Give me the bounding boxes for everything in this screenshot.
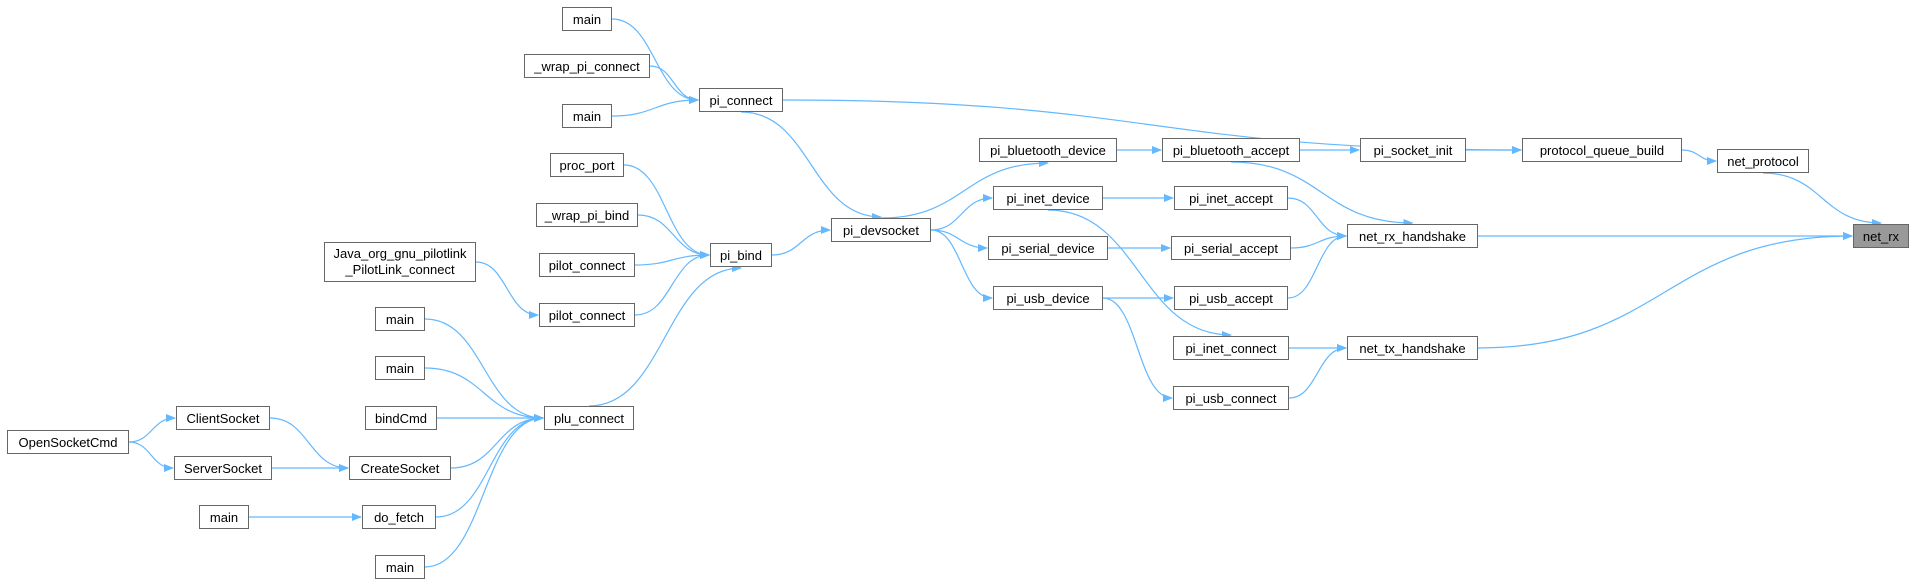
node-java-pilotlink-connect[interactable]: Java_org_gnu_pilotlink _PilotLink_connec… bbox=[324, 242, 476, 282]
node-wrap-pi-connect[interactable]: _wrap_pi_connect bbox=[524, 54, 650, 78]
edge-pi-bluetooth-accept-to-net-rx-handshake bbox=[1230, 161, 1414, 227]
edge-do-fetch-to-plu-connect bbox=[435, 414, 544, 518]
node-pi-usb-connect[interactable]: pi_usb_connect bbox=[1173, 386, 1289, 410]
node-pi-serial-accept[interactable]: pi_serial_accept bbox=[1171, 236, 1291, 260]
edge-pilot-connect-b-to-pi-bind bbox=[634, 251, 710, 316]
node-net-tx-handshake[interactable]: net_tx_handshake bbox=[1347, 336, 1478, 360]
node-pi-connect[interactable]: pi_connect bbox=[699, 88, 783, 112]
node-proc-port[interactable]: proc_port bbox=[550, 153, 624, 177]
node-main[interactable]: main bbox=[562, 7, 612, 31]
node-pilot-connect[interactable]: pilot_connect bbox=[539, 253, 635, 277]
edge-pi-usb-connect-to-net-tx-handshake bbox=[1288, 344, 1347, 399]
edge-pi-devsocket-to-pi-bluetooth-device bbox=[880, 159, 1049, 219]
node-pi-bind[interactable]: pi_bind bbox=[710, 243, 772, 267]
node-create-socket[interactable]: CreateSocket bbox=[349, 456, 451, 480]
edge-plu-connect-to-pi-bind bbox=[588, 264, 742, 407]
edge-main-a-to-pi-connect bbox=[611, 18, 699, 104]
edge-net-tx-handshake-to-net-rx bbox=[1477, 232, 1853, 349]
edge-protocol-queue-build-to-net-protocol bbox=[1681, 149, 1717, 165]
node-wrap-pi-bind[interactable]: _wrap_pi_bind bbox=[536, 203, 638, 227]
edge-pi-bind-to-pi-devsocket bbox=[771, 226, 831, 256]
node-pi-bluetooth-accept[interactable]: pi_bluetooth_accept bbox=[1162, 138, 1300, 162]
node-open-socket-cmd[interactable]: OpenSocketCmd bbox=[7, 430, 129, 454]
edge-main-d-to-plu-connect bbox=[424, 367, 544, 422]
node-net-rx-handshake[interactable]: net_rx_handshake bbox=[1347, 224, 1478, 248]
node-main[interactable]: main bbox=[375, 555, 425, 579]
edge-pi-inet-accept-to-net-rx-handshake bbox=[1287, 197, 1347, 240]
node-main[interactable]: main bbox=[562, 104, 612, 128]
node-pi-devsocket[interactable]: pi_devsocket bbox=[831, 218, 931, 242]
node-main[interactable]: main bbox=[199, 505, 249, 529]
edge-wrap-pi-bind-to-pi-bind bbox=[637, 214, 710, 259]
edge-pi-connect-to-pi-devsocket bbox=[740, 111, 882, 221]
edge-main-b-to-pi-connect bbox=[611, 96, 699, 117]
edge-net-protocol-to-net-rx bbox=[1762, 172, 1882, 227]
node-pi-bluetooth-device[interactable]: pi_bluetooth_device bbox=[979, 138, 1117, 162]
edge-ClientSocket-to-CreateSocket bbox=[269, 417, 349, 472]
node-client-socket[interactable]: ClientSocket bbox=[176, 406, 270, 430]
edge-OpenSocketCmd-to-ServerSocket bbox=[128, 441, 174, 472]
node-pi-serial-device[interactable]: pi_serial_device bbox=[988, 236, 1108, 260]
edge-pi-devsocket-to-pi-inet-device bbox=[930, 194, 993, 231]
edge-OpenSocketCmd-to-ClientSocket bbox=[128, 414, 176, 443]
edge-pi-devsocket-to-pi-usb-device bbox=[930, 229, 993, 302]
node-pi-inet-device[interactable]: pi_inet_device bbox=[993, 186, 1103, 210]
node-protocol-queue-build[interactable]: protocol_queue_build bbox=[1522, 138, 1682, 162]
node-pi-inet-connect[interactable]: pi_inet_connect bbox=[1173, 336, 1289, 360]
edge-proc-port-to-pi-bind bbox=[623, 164, 710, 259]
edge-pi-usb-accept-to-net-rx-handshake bbox=[1287, 232, 1347, 299]
edge-pi-inet-device-to-pi-inet-connect bbox=[1047, 209, 1232, 339]
edge-main-c-to-plu-connect bbox=[424, 318, 544, 422]
node-pi-socket-init[interactable]: pi_socket_init bbox=[1360, 138, 1466, 162]
node-net-rx: net_rx bbox=[1853, 224, 1909, 248]
node-pi-usb-device[interactable]: pi_usb_device bbox=[993, 286, 1103, 310]
node-bindcmd[interactable]: bindCmd bbox=[365, 406, 437, 430]
node-pi-inet-accept[interactable]: pi_inet_accept bbox=[1174, 186, 1288, 210]
edge-main-f-to-plu-connect bbox=[424, 414, 544, 568]
node-server-socket[interactable]: ServerSocket bbox=[174, 456, 272, 480]
edge-pi-usb-device-to-pi-usb-connect bbox=[1102, 297, 1173, 402]
edge-wrap-pi-connect-to-pi-connect bbox=[649, 65, 699, 104]
node-pilot-connect[interactable]: pilot_connect bbox=[539, 303, 635, 327]
node-plu-connect[interactable]: plu_connect bbox=[544, 406, 634, 430]
edge-pi-devsocket-to-pi-serial-device bbox=[930, 229, 988, 252]
node-net-protocol[interactable]: net_protocol bbox=[1717, 149, 1809, 173]
node-pi-usb-accept[interactable]: pi_usb_accept bbox=[1174, 286, 1288, 310]
node-main[interactable]: main bbox=[375, 356, 425, 380]
node-main[interactable]: main bbox=[375, 307, 425, 331]
edge-java-connect-to-pilot-connect-b bbox=[475, 261, 539, 319]
node-do-fetch[interactable]: do_fetch bbox=[362, 505, 436, 529]
edge-pilot-connect-a-to-pi-bind bbox=[634, 251, 710, 266]
